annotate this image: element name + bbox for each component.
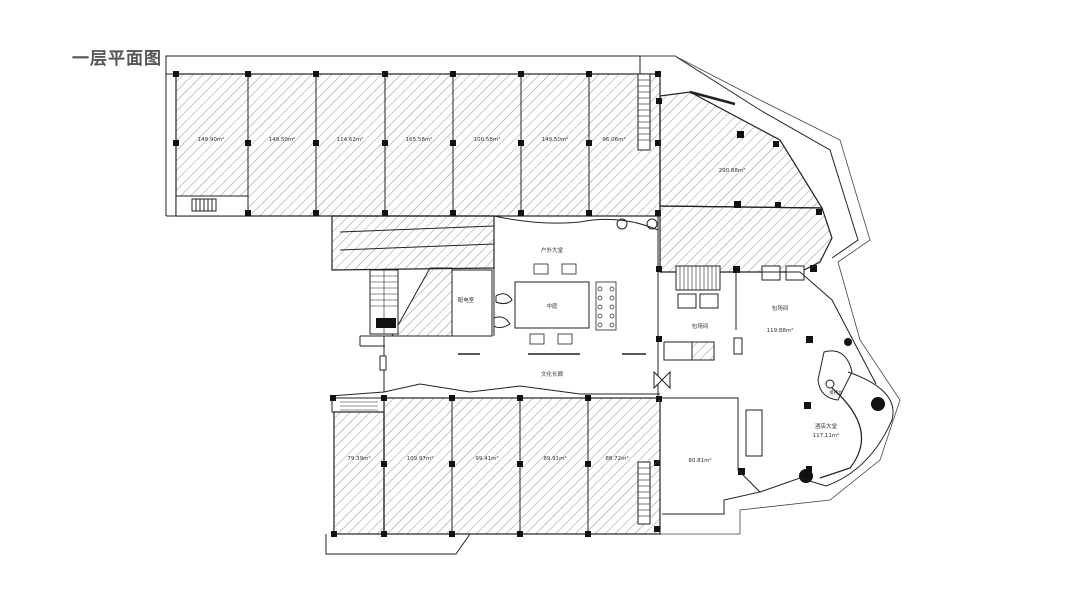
room-area: 117.11m²	[813, 432, 840, 439]
reception-area: 包场间 包场间 119.88m² 接待台 酒店大堂 117.11m²	[654, 271, 894, 487]
room-label: 酒店大堂	[815, 422, 838, 430]
southeast-room: 80.81m²	[662, 397, 827, 515]
room-area: 149.50m²	[542, 136, 569, 143]
middle-block: 配电室	[331, 215, 495, 347]
room-area: 149.50m²	[269, 136, 296, 143]
room-area: 99.41m²	[475, 455, 498, 462]
room-area: 165.58m²	[406, 136, 433, 143]
north-shop-block: 149.90m² 149.50m² 114.62m² 165.58m² 100.…	[165, 55, 661, 217]
room-label: 中庭	[546, 302, 558, 310]
room-label: 户外大堂	[541, 246, 564, 254]
room-area: 96.06m²	[602, 136, 625, 143]
south-shop-block: 79.39m² 109.97m² 99.41m² 89.91m² 88.72m²	[325, 383, 661, 555]
room-area: 109.97m²	[407, 455, 434, 462]
room-area: 79.39m²	[347, 455, 370, 462]
room-area: 149.90m²	[198, 136, 225, 143]
central-lobby: 户外大堂 中庭 文化长廊	[379, 215, 671, 402]
room-label: 包场间	[692, 322, 709, 330]
room-label: 配电室	[458, 296, 475, 304]
room-area: 80.81m²	[688, 457, 711, 464]
room-label: 包场间	[772, 304, 789, 312]
room-area: 89.91m²	[543, 455, 566, 462]
room-area: 100.58m²	[474, 136, 501, 143]
room-area: 290.88m²	[719, 167, 746, 174]
room-label: 文化长廊	[541, 370, 564, 378]
room-area: 88.72m²	[605, 455, 628, 462]
plan-title: 一层平面图	[72, 49, 162, 69]
site-outline	[640, 55, 901, 535]
room-area: 114.62m²	[337, 136, 364, 143]
northeast-wing: 290.88m²	[640, 55, 859, 309]
room-area: 119.88m²	[767, 327, 794, 334]
